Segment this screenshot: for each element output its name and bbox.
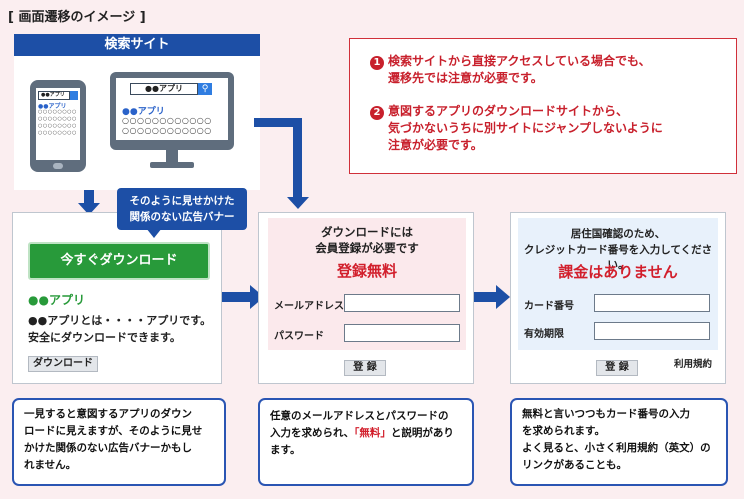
expiry-field[interactable] [594,322,710,340]
phone-search-icon[interactable] [70,91,78,100]
phone-result-line: ○○○○○○○○ [38,123,77,129]
terms-link[interactable]: 利用規約 [674,359,713,370]
arrow-down-left [84,190,94,204]
monitor-search-icon[interactable]: ⚲ [198,83,212,95]
no-charge-label: 課金はありません [558,263,678,281]
free-emphasis: 「無料」 [354,427,391,439]
caution-notes-box [349,38,737,174]
explanation-box-3: 無料と言いつつもカード番号の入力 を求められます。 よく見ると、小さく利用規約（… [510,398,728,486]
monitor-base [150,162,194,168]
smartphone-home-button [53,163,63,169]
explanation-box-2: 任意のメールアドレスとパスワードの 入力を求められ、「無料」と説明があり ます。 [258,398,474,486]
ad-banner-callout: そのように見せかけた 関係のない広告バナー [117,188,247,230]
page-title: [ 画面遷移のイメージ ] [8,10,146,25]
card-number-field[interactable] [594,294,710,312]
password-field[interactable] [344,324,460,342]
app-description: ●●アプリとは・・・・アプリです。 [28,314,212,327]
expiry-label: 有効期限 [524,329,564,340]
fake-download-page [12,212,222,384]
monitor-search-box[interactable]: ●●アプリ [130,83,198,95]
register-button[interactable]: 登 録 [596,360,638,376]
arrow-elbow-head [287,197,309,209]
monitor-result-link[interactable]: ●●アプリ [122,107,165,117]
search-site-header: 検索サイト [14,34,260,56]
download-button[interactable]: ダウンロード [28,356,98,372]
monitor-result-line: ○○○○○○○○○○○○ [122,126,212,135]
phone-result-link[interactable]: ●●アプリ [38,103,67,110]
monitor-stand [166,150,178,162]
phone-result-line: ○○○○○○○○ [38,116,77,122]
explanation-box-1: 一見すると意図するアプリのダウン ロードに見えますが、そのように見せ かけた関係… [12,398,226,486]
arrow-right-1 [220,292,252,302]
card-heading: 居住国確認のため、 [570,228,666,240]
arrow-right-2-head [496,285,510,309]
note-1-line-2: 遷移先では注意が必要です。 [388,71,543,85]
registration-heading: ダウンロードには [321,225,413,239]
email-label: メールアドレス [274,301,344,312]
phone-result-line: ○○○○○○○○ [38,130,77,136]
callout-tail [146,228,162,238]
password-label: パスワード [274,331,324,342]
email-field[interactable] [344,294,460,312]
note-number-badge: 1 [370,56,384,70]
app-description: 安全にダウンロードできます。 [28,331,181,344]
free-registration-label: 登録無料 [336,262,397,280]
arrow-elbow-horizontal [254,118,302,127]
phone-result-line: ○○○○○○○○ [38,109,77,115]
note-number-badge: 2 [370,106,384,120]
note-2-line-2: 気づかないうちに別サイトにジャンプしないように [388,121,663,135]
arrow-right-2 [472,292,498,302]
card-heading: クレジットカード番号を入力してください。 [523,244,713,271]
note-2-line-3: 注意が必要です。 [388,138,483,152]
arrow-elbow-vertical [293,118,302,198]
registration-heading: 会員登録が必要です [315,241,419,255]
card-number-label: カード番号 [524,301,574,312]
register-button[interactable]: 登 録 [344,360,386,376]
app-name: ●●アプリ [28,293,85,307]
smartphone-screen [36,88,80,160]
monitor-result-line: ○○○○○○○○○○○○ [122,116,212,125]
phone-search-box[interactable]: ●●アプリ [38,91,70,100]
ad-download-banner[interactable]: 今すぐダウンロード [28,242,210,280]
